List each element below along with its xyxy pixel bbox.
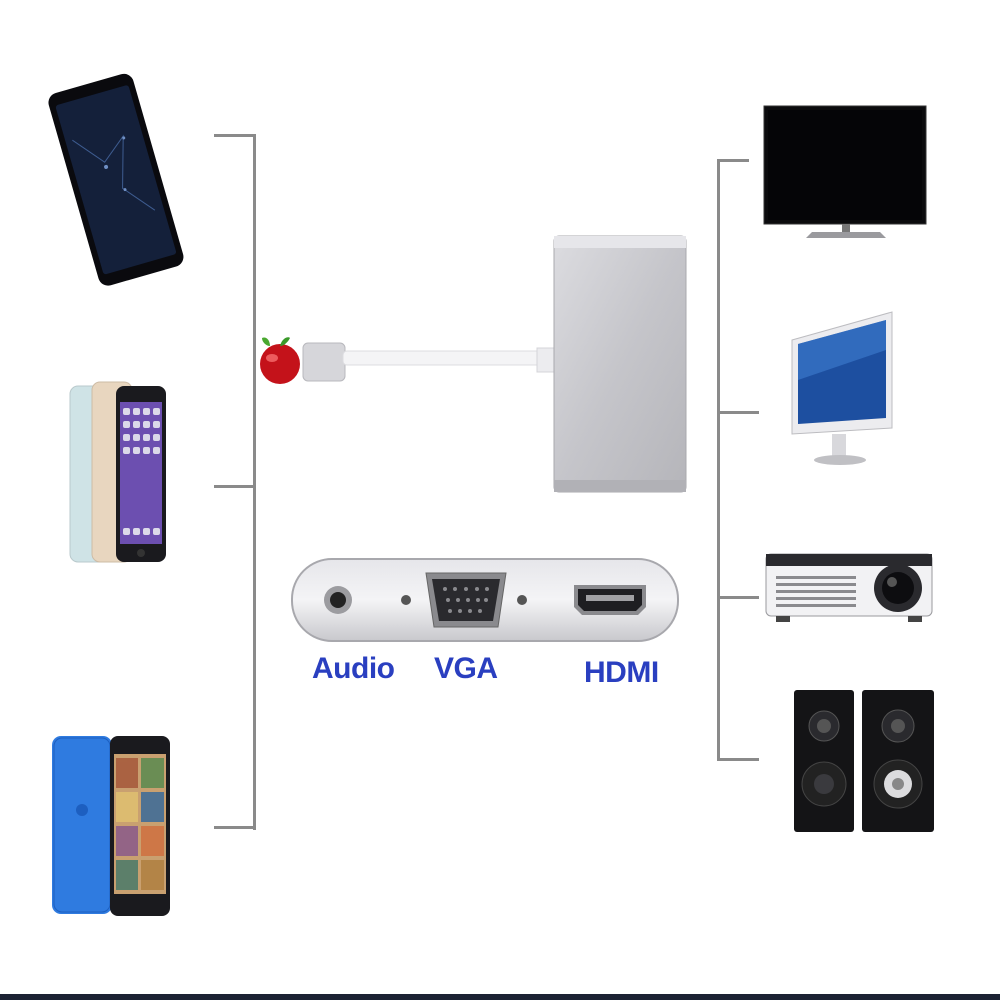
right-bracket-vertical bbox=[717, 160, 720, 760]
right-bracket-tick-3 bbox=[717, 596, 759, 599]
left-bracket-mid-tick bbox=[214, 485, 256, 488]
left-bracket-bottom-tick bbox=[214, 826, 256, 829]
ipod-touch-icon bbox=[48, 730, 178, 920]
projector-icon bbox=[762, 548, 936, 628]
ipad-icon bbox=[40, 70, 190, 290]
right-bracket-tick-1 bbox=[717, 159, 749, 162]
vga-port-label: VGA bbox=[434, 652, 498, 685]
iphone-icon bbox=[66, 378, 176, 568]
lightning-cable bbox=[255, 330, 565, 400]
hdmi-port-label: HDMI bbox=[584, 656, 659, 689]
bottom-bar bbox=[0, 994, 1000, 1000]
right-bracket-tick-2 bbox=[717, 411, 759, 414]
adapter-hub-icon bbox=[552, 234, 688, 496]
adapter-port-panel bbox=[290, 557, 680, 645]
speakers-icon bbox=[790, 686, 940, 836]
apple-logo-icon bbox=[252, 332, 308, 388]
left-bracket-top-tick bbox=[214, 134, 256, 137]
right-bracket-tick-4 bbox=[717, 758, 759, 761]
monitor-icon bbox=[788, 310, 898, 470]
audio-port-label: Audio bbox=[312, 652, 395, 685]
left-bracket-vertical bbox=[253, 134, 256, 830]
tv-icon bbox=[762, 104, 930, 244]
